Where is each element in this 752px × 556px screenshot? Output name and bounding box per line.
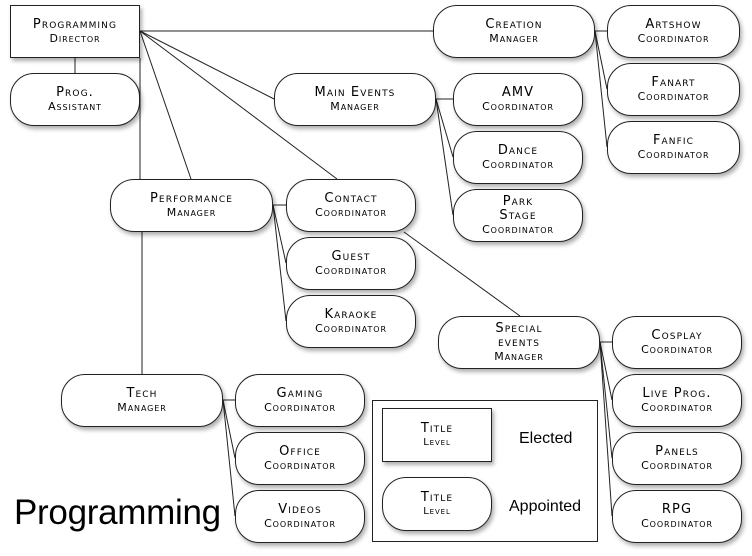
edge-special-events-to-live-prog	[599, 341, 613, 401]
edge-main-events-to-dance	[435, 98, 454, 158]
legend-elected-box: Title Level	[382, 408, 492, 462]
node-title: Fanfic	[652, 133, 695, 149]
node-level: Coordinator	[264, 458, 336, 472]
edge-director-to-performance	[139, 30, 192, 180]
node-title: RPG	[661, 502, 693, 518]
node-level: Coordinator	[641, 342, 713, 356]
legend-elected-label: Elected	[519, 430, 573, 447]
node-level: Manager	[330, 99, 380, 113]
node-title: Live Prog.	[642, 386, 712, 402]
node-title: Videos	[278, 502, 322, 518]
edge-contact-to-special-events	[403, 231, 521, 317]
node-title: Special events	[495, 320, 543, 351]
legend-appointed-title: Title	[420, 490, 454, 506]
node-level: Manager	[489, 31, 539, 45]
node-title: Park Stage	[499, 193, 537, 224]
legend-appointed-level: Level	[423, 505, 451, 517]
node-prog-assistant: Prog.Assistant	[10, 73, 140, 126]
edge-director-to-contact	[139, 30, 338, 180]
legend-appointed-box: Title Level	[382, 477, 492, 531]
legend-elected-title: Title	[420, 421, 454, 437]
node-level: Assistant	[48, 99, 102, 113]
edge-performance-to-guest	[272, 204, 287, 264]
node-level: Coordinator	[315, 205, 387, 219]
node-level: Coordinator	[482, 157, 554, 171]
node-title: Performance	[149, 191, 234, 207]
legend-elected-level: Level	[423, 436, 451, 448]
node-level: Coordinator	[264, 400, 336, 414]
edge-performance-to-karaoke	[272, 204, 287, 322]
node-level: Coordinator	[482, 99, 554, 113]
node-title: Karaoke	[324, 307, 378, 323]
node-title: Artshow	[645, 17, 702, 33]
node-level: Coordinator	[641, 458, 713, 472]
node-title: Office	[279, 444, 321, 460]
node-title: Programming	[32, 17, 118, 33]
node-level: Manager	[166, 205, 217, 219]
node-title: Fanart	[651, 75, 696, 91]
node-title: Main Events	[314, 85, 396, 101]
edge-main-events-to-park-stage	[435, 98, 454, 216]
node-level: Coordinator	[641, 400, 713, 414]
node-level: Coordinator	[637, 147, 710, 161]
node-title: AMV	[501, 85, 535, 101]
legend: Title Level Elected Title Level Appointe…	[372, 400, 598, 542]
node-level: Coordinator	[315, 263, 387, 277]
edge-tech-to-videos	[222, 399, 236, 517]
node-level: Manager	[494, 349, 544, 363]
diagram-title: Programming	[14, 493, 221, 532]
node-level: Coordinator	[641, 516, 713, 530]
node-level: Coordinator	[637, 89, 710, 103]
node-title: Guest	[331, 249, 371, 265]
node-title: Dance	[497, 143, 539, 159]
node-title: Panels	[655, 444, 699, 460]
node-title: Creation	[485, 17, 543, 33]
node-title: Prog.	[56, 85, 94, 101]
legend-appointed-label: Appointed	[509, 498, 582, 515]
node-title: Cosplay	[651, 328, 703, 344]
node-title: Contact	[324, 191, 378, 207]
node-level: Coordinator	[637, 31, 710, 45]
node-level: Coordinator	[264, 516, 336, 530]
edge-special-events-to-panels	[599, 341, 613, 459]
edge-tech-to-office	[222, 399, 236, 459]
node-level: Coordinator	[315, 321, 387, 335]
node-title: Tech	[126, 386, 158, 402]
node-level: Director	[49, 31, 101, 45]
node-live-prog: Live Prog.Coordinator	[612, 374, 742, 427]
edge-creation-to-fanart	[594, 30, 608, 90]
node-level: Manager	[117, 400, 167, 414]
edge-director-to-main-events	[139, 30, 275, 100]
edge-special-events-to-rpg	[599, 341, 613, 517]
node-level: Coordinator	[482, 222, 554, 236]
edge-creation-to-fanfic	[594, 30, 608, 148]
node-title: Gaming	[276, 386, 324, 402]
